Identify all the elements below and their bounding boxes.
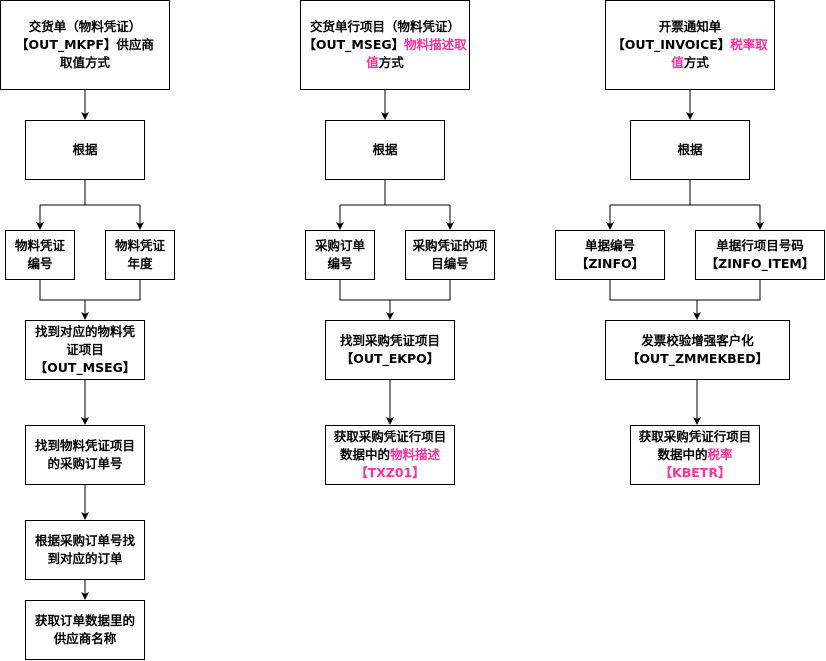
node-label: 获取采购凭证行项目数据中的税率【KBETR】	[633, 428, 757, 482]
label-text: 获取采购凭证行项目数据中的	[638, 429, 752, 462]
node-c1-b[interactable]: 物料凭证年度	[105, 230, 175, 280]
label-text: 根据采购订单号找到对应的订单	[34, 533, 135, 566]
node-label: 交货单行项目（物料凭证）【OUT_MSEG】物料描述取值方式	[303, 18, 467, 72]
label-text: 发票校验增强客户化【OUT_ZMMEKBED】	[626, 333, 769, 366]
label-text: 找到采购凭证项目【OUT_EKPO】	[339, 333, 440, 366]
node-label: 交货单（物料凭证）【OUT_MKPF】供应商取值方式	[10, 18, 160, 72]
node-label: 采购凭证的项目编号	[410, 237, 490, 273]
connector-line	[339, 280, 451, 301]
label-text: 获取采购凭证行项目数据中的	[333, 429, 447, 462]
label-text: 根据	[677, 142, 703, 157]
node-label: 获取订单数据里的供应商名称	[30, 612, 140, 648]
highlighted-text: 物料描述【TXZ01】	[355, 447, 441, 480]
node-label: 根据	[677, 141, 702, 159]
label-text: 采购凭证的项目编号	[412, 238, 488, 271]
node-label: 物料凭证年度	[112, 237, 168, 273]
connector-line	[39, 280, 141, 301]
node-label: 获取采购凭证行项目数据中的物料描述【TXZ01】	[328, 428, 452, 482]
node-label: 根据	[72, 141, 97, 159]
highlighted-text: 税率取值	[671, 37, 768, 70]
node-c3-top[interactable]: 开票通知单【OUT_INVOICE】税率取值方式	[605, 0, 775, 90]
highlighted-text: 物料描述取值	[366, 37, 467, 70]
node-c1-basis[interactable]: 根据	[25, 120, 145, 180]
node-c1-s2[interactable]: 找到物料凭证项目的采购订单号	[25, 425, 145, 485]
node-c2-basis[interactable]: 根据	[325, 120, 445, 180]
node-label: 单据行项目号码【ZINFO_ITEM】	[698, 237, 822, 273]
node-label: 找到采购凭证项目【OUT_EKPO】	[330, 332, 450, 368]
label-text: 根据	[72, 142, 98, 157]
label-text: 采购订单编号	[314, 238, 365, 271]
node-label: 根据	[372, 141, 397, 159]
node-c1-s1[interactable]: 找到对应的物料凭证项目【OUT_MSEG】	[25, 320, 145, 380]
node-label: 物料凭证编号	[12, 237, 68, 273]
label-text: 单据编号【ZINFO】	[575, 238, 645, 271]
label-text: 物料凭证编号	[14, 238, 65, 271]
node-c3-s2[interactable]: 获取采购凭证行项目数据中的税率【KBETR】	[630, 425, 760, 485]
node-label: 开票通知单【OUT_INVOICE】税率取值方式	[608, 18, 772, 72]
label-text: 物料凭证年度	[114, 238, 165, 271]
node-c1-top[interactable]: 交货单（物料凭证）【OUT_MKPF】供应商取值方式	[0, 0, 170, 90]
node-c2-top[interactable]: 交货单行项目（物料凭证）【OUT_MSEG】物料描述取值方式	[300, 0, 470, 90]
node-c3-s1[interactable]: 发票校验增强客户化【OUT_ZMMEKBED】	[605, 320, 790, 380]
node-c2-s2[interactable]: 获取采购凭证行项目数据中的物料描述【TXZ01】	[325, 425, 455, 485]
node-c3-a[interactable]: 单据编号【ZINFO】	[555, 230, 665, 280]
node-c1-a[interactable]: 物料凭证编号	[5, 230, 75, 280]
label-text: 方式	[683, 55, 709, 70]
label-text: 交货单（物料凭证）【OUT_MKPF】供应商取值方式	[16, 19, 154, 70]
label-text: 交货单行项目（物料凭证）【OUT_MSEG】	[303, 19, 460, 52]
node-label: 采购订单编号	[312, 237, 368, 273]
label-text: 开票通知单【OUT_INVOICE】	[612, 19, 731, 52]
node-label: 单据编号【ZINFO】	[560, 237, 660, 273]
node-c1-s3[interactable]: 根据采购订单号找到对应的订单	[25, 520, 145, 580]
label-text: 根据	[372, 142, 398, 157]
node-c3-b[interactable]: 单据行项目号码【ZINFO_ITEM】	[695, 230, 825, 280]
node-c2-s1[interactable]: 找到采购凭证项目【OUT_EKPO】	[325, 320, 455, 380]
node-label: 找到对应的物料凭证项目【OUT_MSEG】	[30, 323, 140, 377]
connector-line	[609, 280, 761, 301]
label-text: 找到对应的物料凭证项目【OUT_MSEG】	[34, 324, 136, 375]
highlighted-text: 税率【KBETR】	[659, 447, 733, 480]
node-c2-b[interactable]: 采购凭证的项目编号	[405, 230, 495, 280]
label-text: 找到物料凭证项目的采购订单号	[34, 438, 135, 471]
node-label: 找到物料凭证项目的采购订单号	[30, 437, 140, 473]
label-text: 获取订单数据里的供应商名称	[34, 613, 135, 646]
node-c3-basis[interactable]: 根据	[630, 120, 750, 180]
node-label: 根据采购订单号找到对应的订单	[30, 532, 140, 568]
node-label: 发票校验增强客户化【OUT_ZMMEKBED】	[610, 332, 785, 368]
node-c2-a[interactable]: 采购订单编号	[305, 230, 375, 280]
label-text: 方式	[378, 55, 404, 70]
label-text: 单据行项目号码【ZINFO_ITEM】	[705, 238, 815, 271]
node-c1-s4[interactable]: 获取订单数据里的供应商名称	[25, 600, 145, 660]
